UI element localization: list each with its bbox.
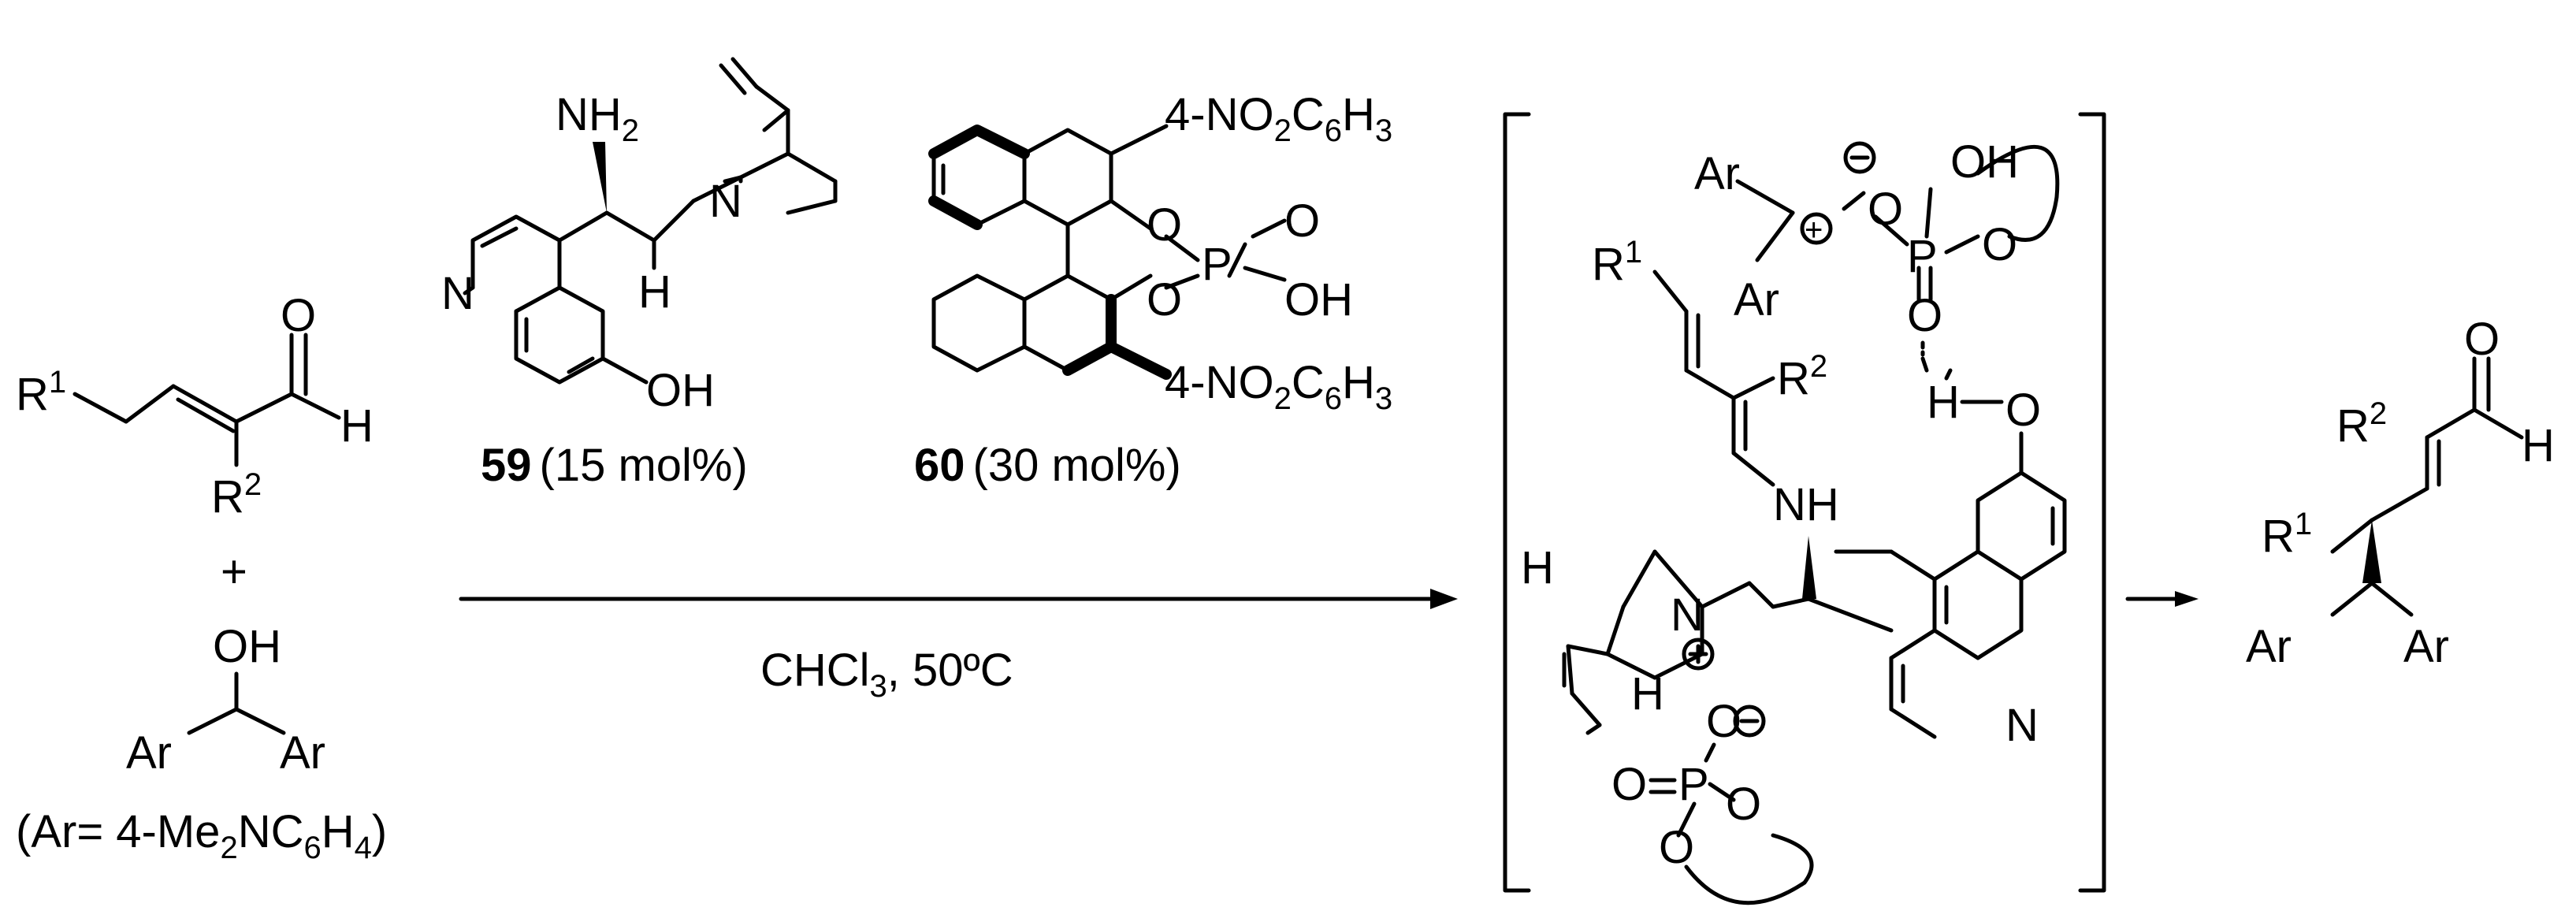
- product-arrow: [2125, 591, 2199, 607]
- r1-label: R1: [16, 365, 66, 420]
- intermediate-aryl-1: Ar: [1694, 148, 1740, 199]
- catalyst-59-hydroxyl: OH: [646, 365, 715, 416]
- reactant-aldehyde: R1 O H R2: [16, 290, 374, 522]
- intermediate-oxygen-bottom-4: O: [1659, 822, 1694, 873]
- intermediate-hydroxyl-top: OH: [1950, 136, 2019, 188]
- intermediate-r2: R2: [1777, 349, 1827, 404]
- r2-label: R2: [211, 467, 262, 522]
- product-structure: O H R2 R1 Ar Ar: [2246, 314, 2555, 672]
- aldehyde-oxygen: O: [281, 290, 316, 341]
- reactant-alcohol: OH Ar Ar (Ar= 4-Me2NC6H4): [16, 621, 387, 865]
- product-aryl-right: Ar: [2403, 621, 2449, 672]
- intermediate-oxygen-bottom-3: O: [1726, 779, 1761, 830]
- intermediate-nh: NH: [1773, 479, 1839, 530]
- intermediate-phosphorus-bottom: P: [1678, 759, 1709, 810]
- intermediate-oxygen-c: O: [1907, 290, 1942, 341]
- nitroaryl-bottom: 4-NO2C6H3: [1165, 357, 1392, 416]
- aryl-definition: (Ar= 4-Me2NC6H4): [16, 806, 387, 865]
- intermediate-quinuclidine-h: H: [1521, 542, 1554, 593]
- phosphoryl-oxygen: O: [1284, 195, 1320, 247]
- phosphate-oxygen-1: O: [1147, 199, 1182, 251]
- amine-label: NH2: [556, 89, 639, 148]
- product-hydrogen: H: [2522, 420, 2555, 471]
- nitroaryl-top: 4-NO2C6H3: [1165, 89, 1392, 148]
- reaction-conditions: CHCl3, 50ºC: [760, 645, 1013, 704]
- reaction-arrow: [459, 589, 1458, 609]
- catalyst-59-label: 59(15 mol%): [481, 440, 748, 491]
- intermediate-ammonium-nitrogen: N: [1671, 589, 1704, 641]
- intermediate-aryl-2: Ar: [1734, 274, 1779, 325]
- plus-sign: +: [221, 546, 247, 597]
- product-r2: R2: [2336, 396, 2387, 452]
- quinoline-nitrogen: N: [441, 268, 474, 319]
- hydroxyl-label: OH: [213, 621, 281, 672]
- intermediate-brackets: [1503, 112, 2106, 893]
- quinuclidine-nitrogen: N: [709, 176, 742, 227]
- phosphate-hydroxyl: OH: [1284, 274, 1353, 325]
- catalyst-60-label: 60(30 mol%): [914, 440, 1181, 491]
- catalyst-60-structure: O O P O OH 4-NO2C6H3 4-NO2C6H3: [928, 89, 1392, 416]
- product-aryl-left: Ar: [2246, 621, 2292, 672]
- product-oxygen: O: [2464, 314, 2500, 365]
- carbocation-charge: +: [1805, 213, 1823, 247]
- intermediate-structure: Ar Ar + O P OH O O R1 R2 NH H O: [1521, 136, 2067, 905]
- aryl-right: Ar: [280, 727, 325, 779]
- intermediate-oxygen-bottom-2: O: [1611, 759, 1647, 810]
- aryl-left: Ar: [126, 727, 172, 779]
- intermediate-ammonium-h: H: [1631, 668, 1664, 719]
- product-r1: R1: [2262, 507, 2312, 562]
- intermediate-oxygen-b: O: [1982, 219, 2017, 270]
- intermediate-phenol-oxygen: O: [2005, 385, 2041, 436]
- phosphate-oxygen-2: O: [1147, 274, 1182, 325]
- aldehyde-hydrogen: H: [340, 400, 374, 452]
- catalyst-59-hydrogen: H: [638, 266, 671, 318]
- phosphorus-label: P: [1202, 239, 1232, 290]
- intermediate-oxygen-a: O: [1868, 184, 1903, 235]
- intermediate-phosphorus-top: P: [1907, 231, 1938, 282]
- intermediate-h-bond-hydrogen: H: [1927, 377, 1960, 428]
- catalyst-59-structure: N NH2 N H OH: [441, 57, 838, 416]
- intermediate-pyridine-nitrogen: N: [2005, 700, 2039, 751]
- intermediate-r1: R1: [1592, 235, 1642, 290]
